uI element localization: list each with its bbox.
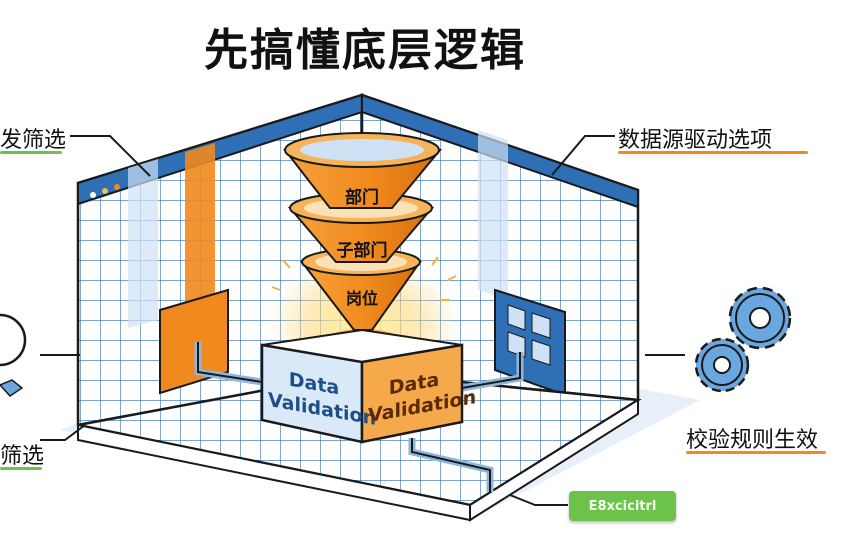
underline-bottom-left [0, 467, 42, 470]
pipes [194, 342, 524, 492]
funnel-label-department: 部门 [345, 188, 379, 208]
label-top-left: 发筛选 [0, 128, 67, 153]
underline-top-left [0, 151, 62, 154]
funnel-icon [0, 379, 24, 397]
underline-top-right [618, 151, 808, 154]
magnifier-icon [0, 313, 27, 367]
sparkles [271, 256, 457, 301]
underline-bottom-right [686, 451, 826, 454]
data-validation-box [260, 328, 464, 444]
label-bottom-left: 筛选 [0, 444, 45, 469]
page-title: 先搞懂底层逻辑 [204, 25, 526, 76]
funnel-label-position: 岗位 [345, 289, 378, 308]
label-bottom-right: 校验规则生效 [686, 428, 819, 453]
funnel-stack [282, 132, 443, 331]
funnel-label-sub-department: 子部门 [336, 241, 388, 261]
label-top-right: 数据源驱动选项 [618, 128, 773, 153]
connector-lines [40, 135, 685, 506]
excel-button[interactable]: E8xcicitrl [569, 491, 676, 521]
gear-icon [694, 286, 792, 393]
left-wall [76, 93, 364, 427]
